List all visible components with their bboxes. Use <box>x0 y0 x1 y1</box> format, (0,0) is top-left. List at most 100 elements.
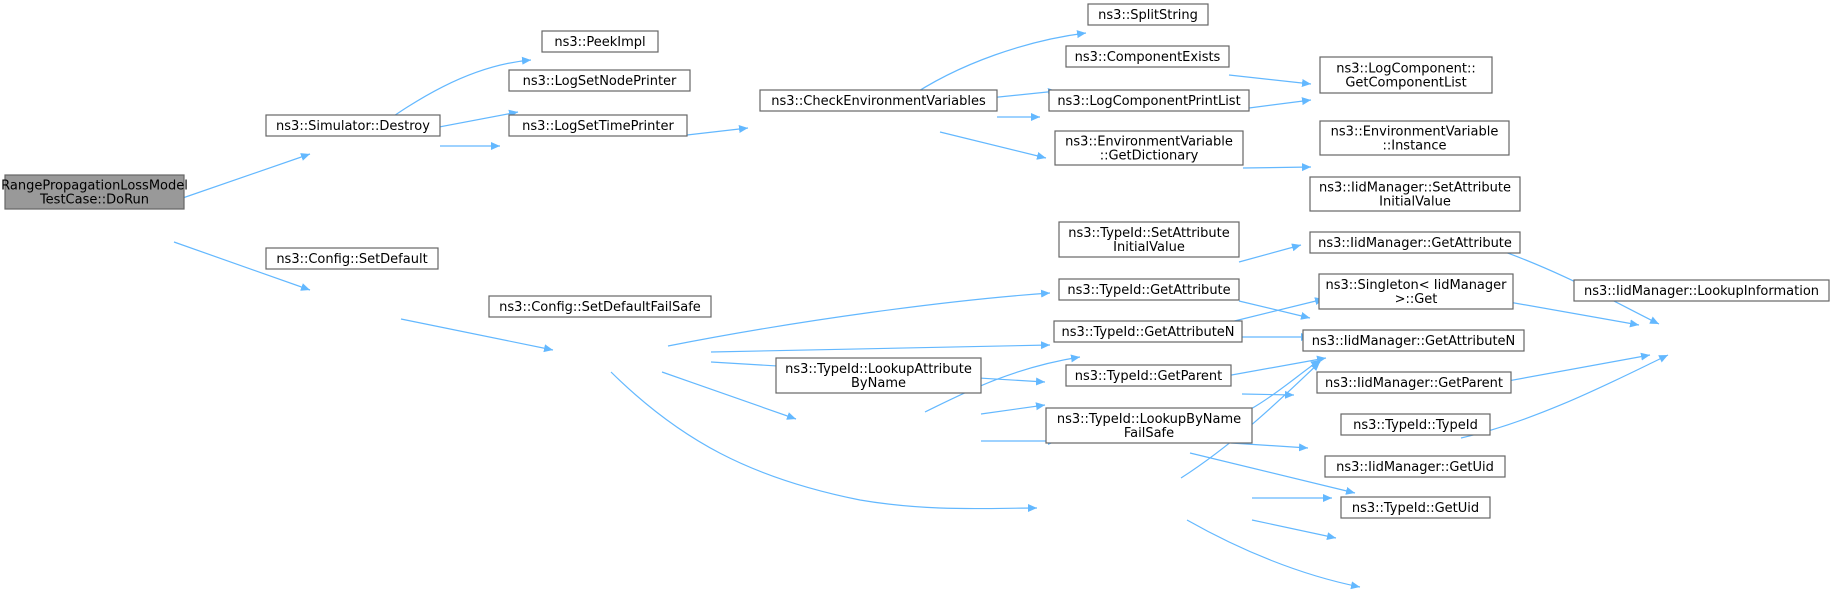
node-singleton-get[interactable]: ns3::Singleton< IidManager>::Get <box>1318 273 1514 310</box>
node-box <box>265 114 441 137</box>
node-box <box>759 89 998 112</box>
node-box <box>1045 407 1253 444</box>
node-label: ns3::TypeId::GetAttribute <box>1067 283 1230 298</box>
edge-arrow <box>1230 442 1309 452</box>
node-box <box>1087 3 1209 26</box>
node-label: ns3::IidManager::GetUid <box>1336 460 1494 475</box>
edge-arrow <box>904 30 1087 101</box>
node-logsettimeprinter[interactable]: ns3::LogSetTimePrinter <box>508 114 688 137</box>
edge-checkenv-to-envvar_getdict <box>939 131 1047 160</box>
edge-arrow <box>1238 300 1311 320</box>
node-box <box>775 357 982 394</box>
node-envvar-getdict[interactable]: ns3::EnvironmentVariable::GetDictionary <box>1054 130 1244 166</box>
edge-envvar_getdict-to-envvar_instance <box>1242 163 1312 172</box>
edge-setdefaultfailsafe-to-typeid_lookupbyname <box>610 371 1038 513</box>
edge-logcomponentprintlist-to-logcomp_getlist <box>1248 97 1312 109</box>
node-label: FailSafe <box>1124 426 1174 441</box>
node-typeid-getattr[interactable]: ns3::TypeId::GetAttribute <box>1058 278 1240 301</box>
edge-arrow <box>924 354 1081 413</box>
node-box <box>1053 320 1243 343</box>
edge-arrow <box>661 371 797 420</box>
node-label: RangePropagationLossModel <box>1 179 188 194</box>
node-box <box>1324 455 1506 478</box>
edge-typeid_lookupattr-to-typeid_getattrn <box>980 402 1046 415</box>
node-sim-destroy[interactable]: ns3::Simulator::Destroy <box>265 114 441 137</box>
node-box <box>1316 371 1512 394</box>
edge-typeid_lookupbyname-to-iid_getuid <box>1251 519 1337 541</box>
node-label: ns3::LogComponentPrintList <box>1057 94 1240 109</box>
node-typeid-getparent[interactable]: ns3::TypeId::GetParent <box>1065 364 1232 387</box>
node-label: TestCase::DoRun <box>39 193 149 208</box>
node-label: ByName <box>851 376 906 391</box>
node-checkenv[interactable]: ns3::CheckEnvironmentVariables <box>759 89 998 112</box>
edge-arrow <box>400 318 554 353</box>
edge-arrow <box>1248 97 1312 109</box>
node-iid-getattr[interactable]: ns3::IidManager::GetAttribute <box>1309 231 1521 254</box>
edge-arrow <box>173 153 311 202</box>
edge-iid_getattr-to-iid_lookupinfo <box>1491 298 1640 328</box>
node-box <box>1054 130 1244 166</box>
node-label: ns3::ComponentExists <box>1075 50 1221 65</box>
edge-iid_getparent-to-iid_lookupinfo <box>1460 354 1669 439</box>
node-box <box>508 69 691 92</box>
node-typeid-getuid[interactable]: ns3::TypeId::GetUid <box>1340 496 1491 519</box>
node-peekimpl[interactable]: ns3::PeekImpl <box>541 30 659 53</box>
node-logcomponentprintlist[interactable]: ns3::LogComponentPrintList <box>1048 89 1250 112</box>
node-box <box>508 114 688 137</box>
edge-arrow <box>1214 355 1327 379</box>
edge-typeid_getparent-to-typeid_typeid <box>1189 452 1356 495</box>
node-typeid-typeid[interactable]: ns3::TypeId::TypeId <box>1340 413 1491 436</box>
node-iid-getattrn[interactable]: ns3::IidManager::GetAttributeN <box>1302 329 1525 352</box>
node-box <box>541 30 659 53</box>
node-box <box>1302 329 1525 352</box>
node-logcomp-getlist[interactable]: ns3::LogComponent::GetComponentList <box>1319 56 1493 94</box>
node-label: >::Get <box>1395 292 1438 307</box>
node-envvar-instance[interactable]: ns3::EnvironmentVariable::Instance <box>1319 120 1510 156</box>
edge-typeid_lookupbyname-to-singleton_get <box>1180 361 1321 479</box>
edge-arrow <box>1228 74 1312 87</box>
node-box <box>1319 56 1493 94</box>
edge-arrow <box>939 131 1047 160</box>
node-iid-getuid[interactable]: ns3::IidManager::GetUid <box>1324 455 1506 478</box>
node-setdefaultfailsafe[interactable]: ns3::Config::SetDefaultFailSafe <box>488 295 712 318</box>
edge-typeid_getparent-to-iid_getparent <box>1230 442 1309 452</box>
node-box <box>265 247 439 270</box>
node-label: ns3::TypeId::LookupAttribute <box>785 362 972 377</box>
node-label: ns3::Config::SetDefault <box>276 252 427 267</box>
node-box <box>1319 120 1510 156</box>
node-config-setdefault[interactable]: ns3::Config::SetDefault <box>265 247 439 270</box>
edge-typeid_lookupattr-to-typeid_getattr <box>924 354 1081 413</box>
node-label: ns3::IidManager::GetAttribute <box>1318 236 1512 251</box>
node-label: ns3::Singleton< IidManager <box>1325 278 1507 293</box>
node-logsetnodeprinter[interactable]: ns3::LogSetNodePrinter <box>508 69 691 92</box>
node-iid-setattrinit[interactable]: ns3::IidManager::SetAttributeInitialValu… <box>1309 176 1521 212</box>
node-componentexists[interactable]: ns3::ComponentExists <box>1065 45 1230 68</box>
edge-typeid_lookupbyname-to-typeid_getuid <box>1186 519 1361 590</box>
nodes-layer: RangePropagationLossModelTestCase::DoRun… <box>1 3 1830 519</box>
node-label: ns3::IidManager::GetAttributeN <box>1312 334 1516 349</box>
node-iid-lookupinfo[interactable]: ns3::IidManager::LookupInformation <box>1573 279 1830 302</box>
node-box <box>1058 221 1240 258</box>
node-label: ns3::IidManager::SetAttribute <box>1319 181 1511 196</box>
edge-typeid_setattrinit-to-iid_setattrinit <box>1238 243 1302 263</box>
edge-setdefaultfailsafe-to-typeid_getattr <box>710 341 1051 353</box>
node-label: ns3::PeekImpl <box>554 35 645 50</box>
node-typeid-getattrn[interactable]: ns3::TypeId::GetAttributeN <box>1053 320 1243 343</box>
node-splitstring[interactable]: ns3::SplitString <box>1087 3 1209 26</box>
node-label: ns3::SplitString <box>1098 8 1198 23</box>
node-label: ns3::TypeId::LookupByName <box>1057 412 1241 427</box>
edge-arrow <box>1242 163 1312 172</box>
edge-arrow <box>667 289 1051 347</box>
edge-arrow <box>980 402 1046 415</box>
node-label: ns3::LogSetTimePrinter <box>522 119 674 134</box>
node-label: InitialValue <box>1379 195 1451 210</box>
edge-arrow <box>1238 243 1302 263</box>
edge-componentexists-to-logcomp_getlist <box>1228 74 1312 87</box>
node-iid-getparent[interactable]: ns3::IidManager::GetParent <box>1316 371 1512 394</box>
edge-arrow <box>1189 452 1356 495</box>
